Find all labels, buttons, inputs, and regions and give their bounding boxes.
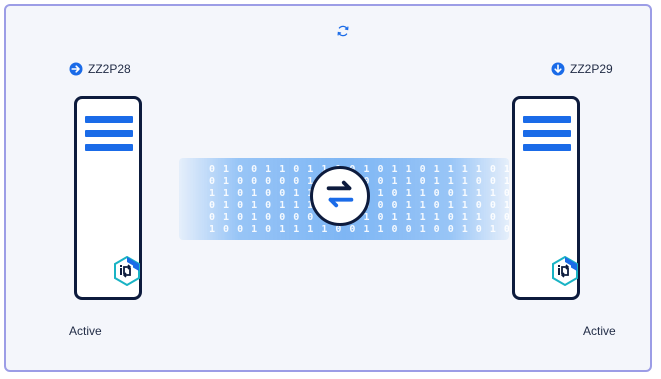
replication-logo-icon <box>113 256 141 286</box>
target-host-name: ZZ2P29 <box>570 62 613 76</box>
target-status: Active <box>583 324 616 338</box>
server-bar <box>523 116 571 123</box>
source-status: Active <box>69 324 102 338</box>
arrow-down-circle-icon <box>551 62 565 76</box>
replication-panel: ZZ2P28 ZZ2P29 <box>4 4 652 372</box>
source-server[interactable] <box>74 96 142 300</box>
binary-row: 1 0 0 1 0 1 1 1 1 0 0 1 1 0 0 1 0 0 1 0 … <box>179 224 509 236</box>
server-bar <box>523 144 571 151</box>
server-bar <box>523 130 571 137</box>
target-server[interactable] <box>512 96 580 300</box>
arrow-right-circle-icon <box>69 62 83 76</box>
swap-arrows-icon <box>321 175 359 218</box>
refresh-icon[interactable] <box>336 24 350 38</box>
source-host-label: ZZ2P28 <box>69 61 131 77</box>
server-bar <box>85 116 133 123</box>
replication-logo-icon <box>551 256 579 286</box>
server-bar <box>85 130 133 137</box>
source-host-name: ZZ2P28 <box>88 62 131 76</box>
swap-direction-button[interactable] <box>310 166 370 226</box>
target-host-label: ZZ2P29 <box>551 61 613 77</box>
server-bar <box>85 144 133 151</box>
